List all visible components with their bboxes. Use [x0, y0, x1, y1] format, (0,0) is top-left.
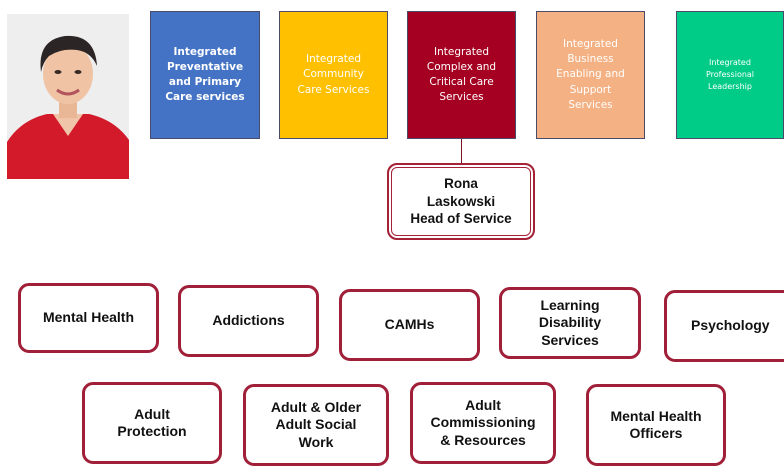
service-adult-social-work: Adult & Older Adult Social Work	[243, 384, 389, 466]
directorate-business-support: Integrated Business Enabling and Support…	[536, 11, 645, 139]
service-adult-protection: Adult Protection	[82, 382, 222, 464]
service-mental-health-officers: Mental Health Officers	[586, 384, 726, 466]
service-camhs: CAMHs	[339, 289, 480, 361]
head-of-service-photo	[7, 14, 129, 179]
directorate-complex-critical-care: Integrated Complex and Critical Care Ser…	[407, 11, 516, 139]
portrait-image	[7, 14, 129, 179]
head-of-service-box: Rona Laskowski Head of Service	[387, 163, 535, 240]
service-mental-health: Mental Health	[18, 283, 159, 353]
directorate-community-care: Integrated Community Care Services	[279, 11, 388, 139]
service-psychology: Psychology	[664, 290, 784, 362]
service-learning-disability: Learning Disability Services	[499, 287, 641, 359]
service-addictions: Addictions	[178, 285, 319, 357]
org-connector-line	[461, 139, 462, 163]
directorate-preventative-primary-care: Integrated Preventative and Primary Care…	[150, 11, 260, 139]
directorate-professional-leadership: Integrated Professional Leadership	[676, 11, 784, 139]
service-adult-commissioning: Adult Commissioning & Resources	[410, 382, 556, 464]
